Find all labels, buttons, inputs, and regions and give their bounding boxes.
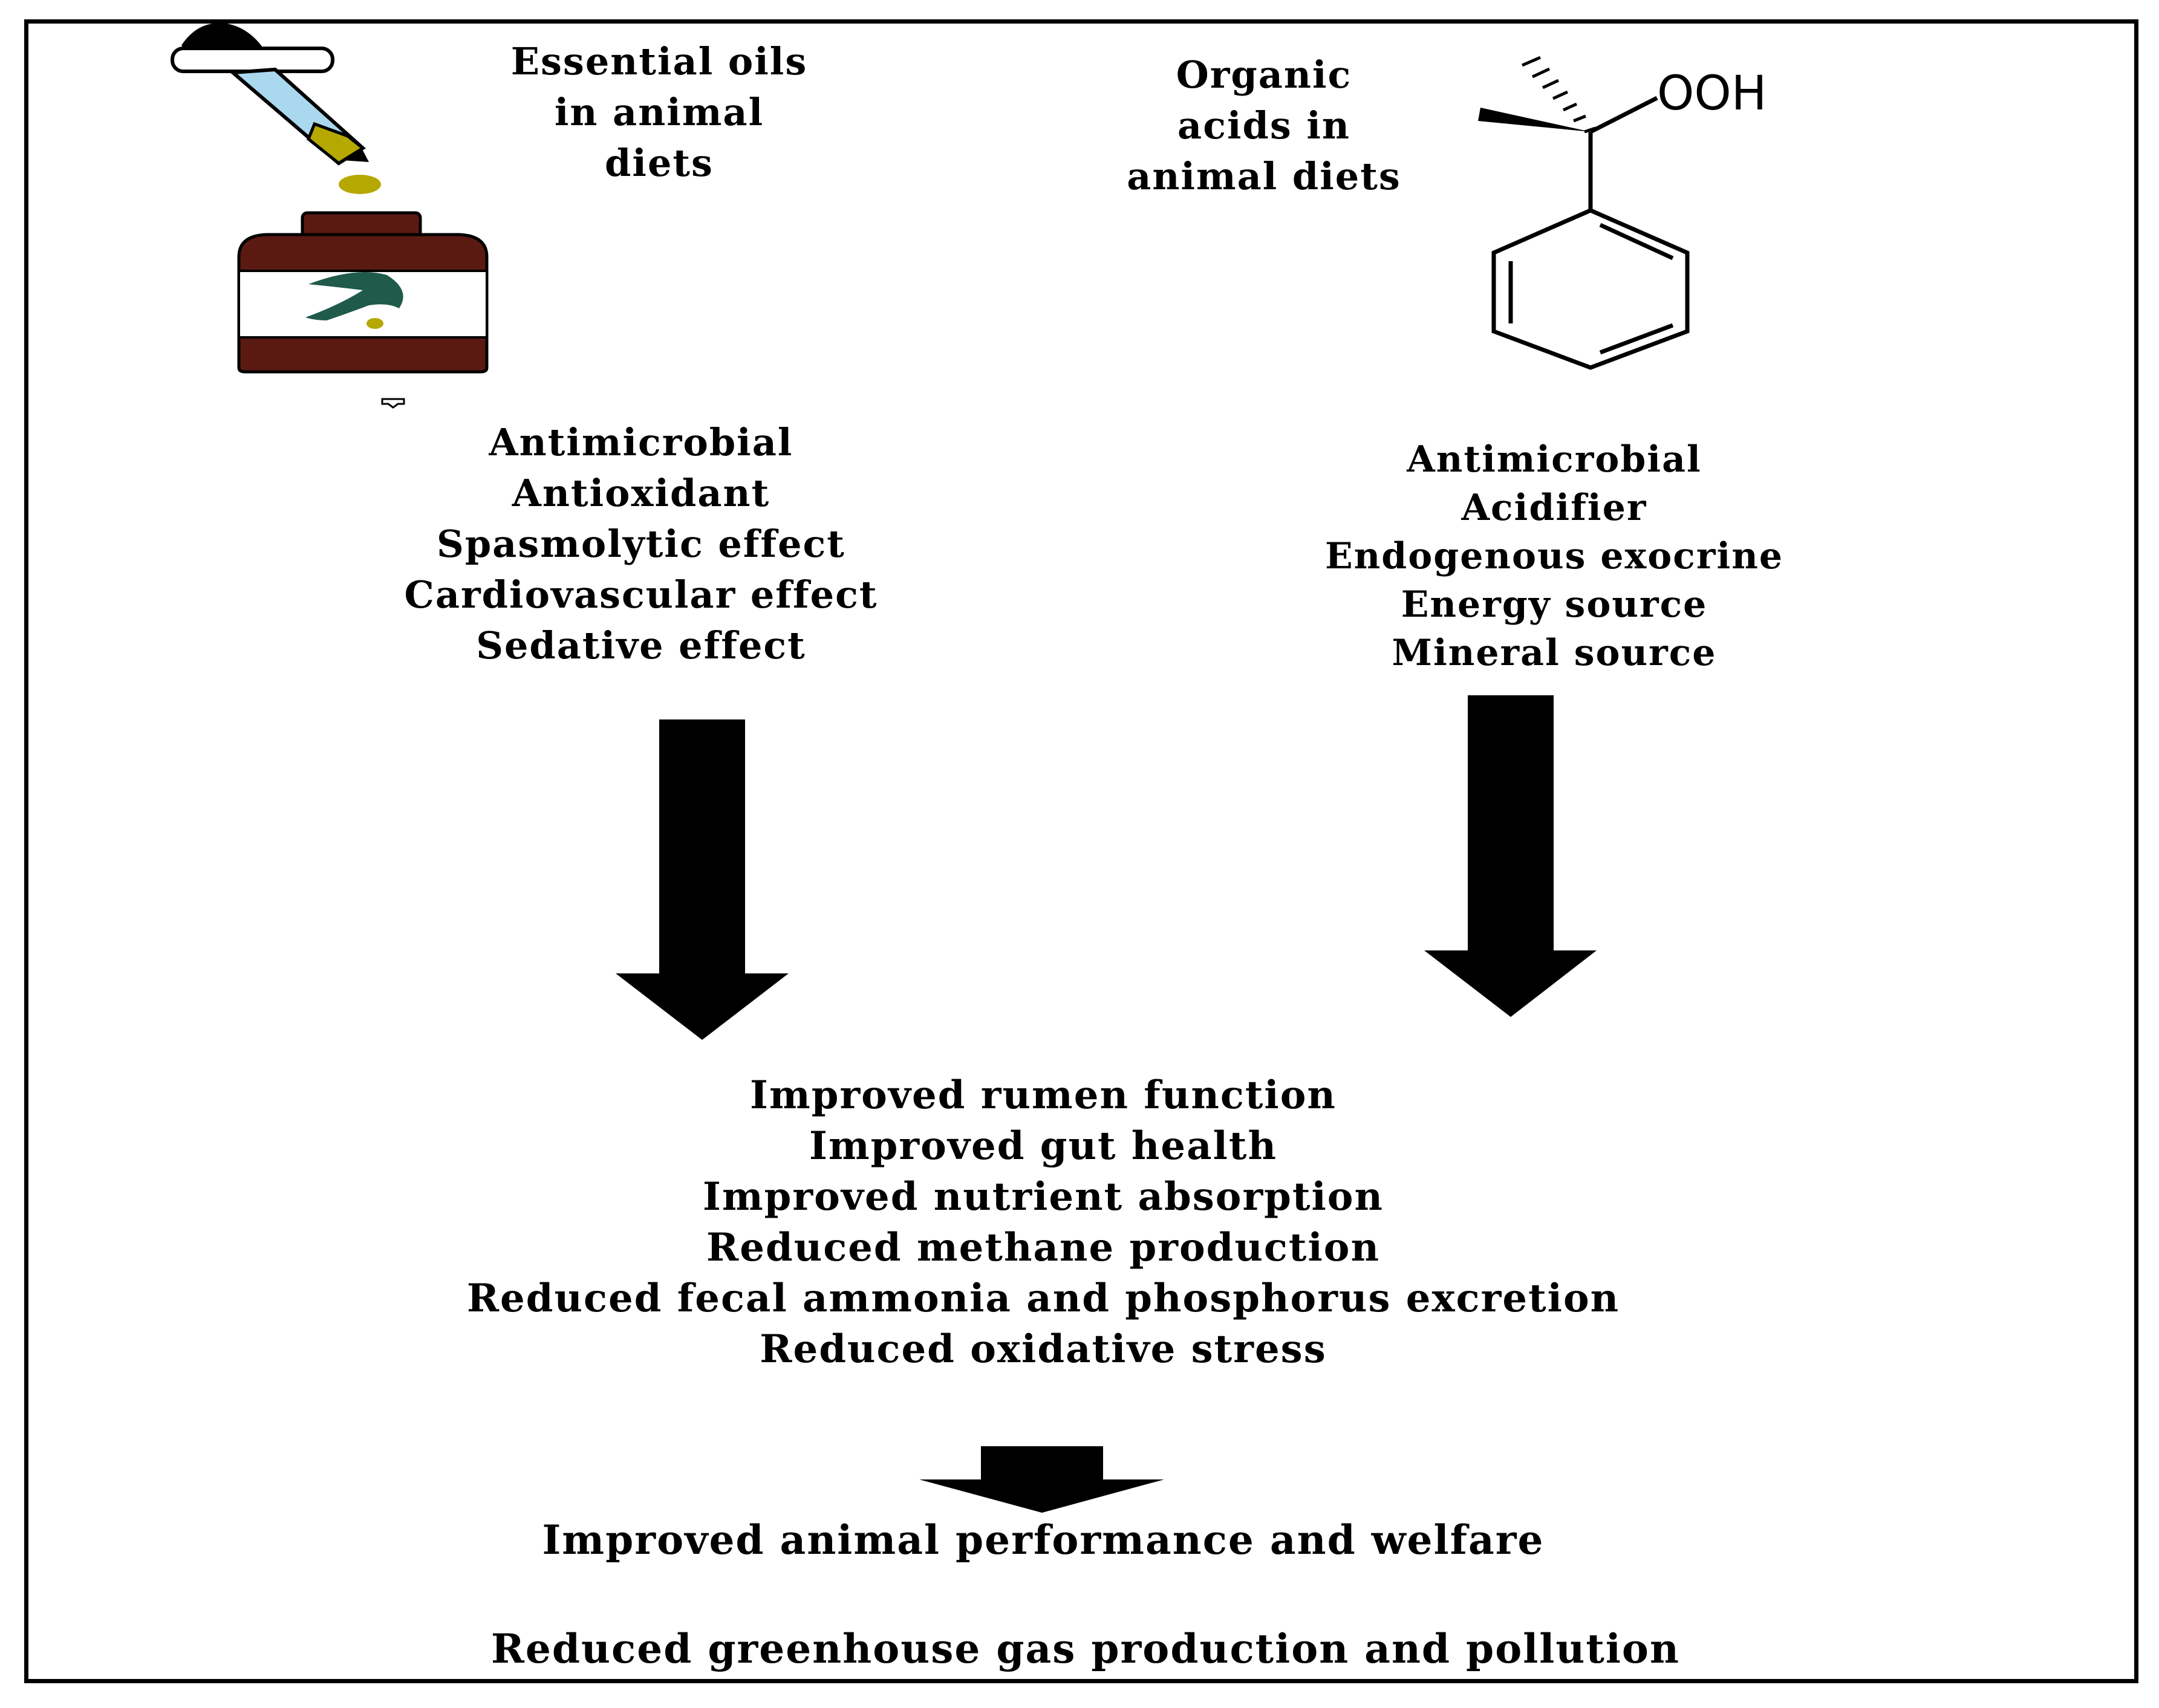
essential-oils-effects: Antimicrobial Antioxidant Spasmolytic ef… (339, 417, 943, 671)
essential-oils-title-line: diets (605, 141, 714, 185)
right-down-arrow (1424, 695, 1597, 1017)
outcome-item: Reduced methane production (706, 1225, 1380, 1270)
outcome-item: Reduced fecal ammonia and phosphorus exc… (466, 1276, 1620, 1321)
organic-acids-title-line: Organic (1176, 53, 1352, 97)
essential-oils-title-line: Essential oils (510, 39, 808, 83)
left-down-arrow (616, 719, 789, 1040)
organic-acids-effects: Antimicrobial Acidifier Endogenous exocr… (1252, 435, 1857, 677)
effect-item: Antimicrobial (489, 420, 793, 464)
effect-item: Antimicrobial (1407, 438, 1702, 481)
effect-item: Acidifier (1461, 487, 1647, 529)
effect-item: Mineral source (1392, 632, 1717, 674)
effect-item: Antioxidant (512, 471, 770, 515)
organic-acids-title-line: acids in (1177, 103, 1350, 148)
effect-item: Sedative effect (476, 623, 806, 667)
outcome-item: Improved rumen function (750, 1073, 1337, 1118)
diagram-frame (24, 19, 2138, 1683)
organic-acids-title-line: animal diets (1127, 154, 1401, 198)
final-outcome-performance: Improved animal performance and welfare (542, 1516, 1545, 1564)
essential-oils-title: Essential oils in animal diets (472, 36, 847, 189)
organic-acids-title: Organic acids in animal diets (1076, 50, 1451, 202)
outcome-item: Improved nutrient absorption (703, 1174, 1384, 1219)
outcome-item: Reduced oxidative stress (760, 1326, 1327, 1372)
final-outcome-greenhouse: Reduced greenhouse gas production and po… (491, 1625, 1680, 1672)
effect-item: Endogenous exocrine (1324, 535, 1784, 577)
outcome-item: Improved gut health (809, 1123, 1277, 1169)
outcomes-list: Improved rumen function Improved gut hea… (363, 1070, 1724, 1375)
effect-item: Cardiovascular effect (404, 573, 878, 617)
essential-oils-title-line: in animal (554, 90, 764, 134)
effect-item: Spasmolytic effect (437, 522, 845, 566)
bottom-down-arrow (919, 1446, 1164, 1513)
effect-item: Energy source (1401, 583, 1708, 626)
molecule-label: OOH (1657, 67, 1767, 121)
